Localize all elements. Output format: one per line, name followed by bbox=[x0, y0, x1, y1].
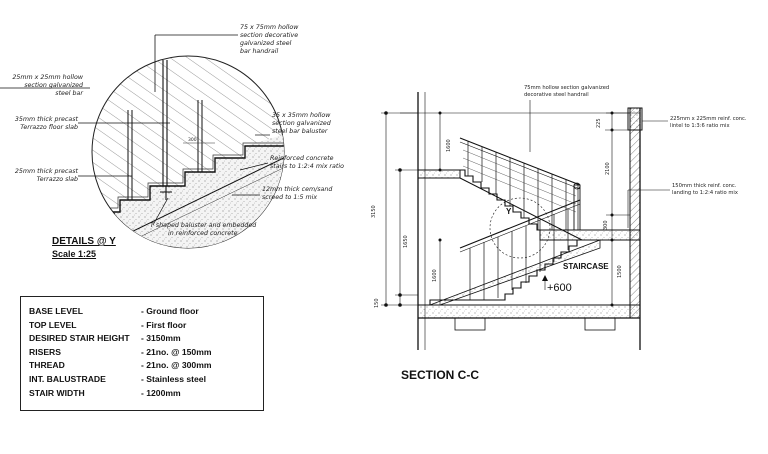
note-line: 75mm hollow section galvanized bbox=[524, 85, 610, 91]
spec-row: DESIRED STAIR HEIGHT - 3150mm bbox=[29, 333, 261, 346]
details-title: DETAILS @ Y bbox=[52, 236, 116, 247]
callout-line: 35mm thick precast bbox=[14, 116, 78, 123]
spec-value: - 21no. @ 300mm bbox=[141, 360, 212, 371]
spec-key: INT. BALUSTRADE bbox=[29, 374, 106, 384]
spec-row: RISERS - 21no. @ 150mm bbox=[29, 347, 261, 360]
callout-line: 12mm thick cem/sand bbox=[262, 186, 333, 193]
callout-t-baluster: T shaped baluster and embedded in reinfo… bbox=[150, 222, 256, 238]
details-scale: Scale 1:25 bbox=[52, 249, 97, 259]
callout-line: 75 x 75mm hollow bbox=[240, 24, 299, 31]
callout-line: Reinforced concrete bbox=[270, 155, 334, 162]
spec-value: - 3150mm bbox=[141, 333, 181, 344]
callout-steel-bar: 25mm x 25mm hollow section galvanized st… bbox=[8, 74, 83, 98]
callout-line: stairs to 1:2:4 mix ratio bbox=[270, 163, 344, 170]
callout-line: section galvanized bbox=[272, 120, 331, 127]
callout-line: 25mm x 25mm hollow bbox=[12, 74, 83, 81]
callout-line: bar handrail bbox=[240, 48, 279, 55]
spec-key: RISERS bbox=[29, 346, 61, 357]
spec-value: - 21no. @ 150mm bbox=[141, 346, 212, 357]
note-line: lintel to 1:3:6 ratio mix bbox=[670, 122, 730, 129]
spec-value: - Ground floor bbox=[141, 306, 199, 316]
callout-line: galvanized steel bbox=[240, 40, 292, 47]
spec-row: THREAD - 21no. @ 300mm bbox=[29, 360, 261, 373]
callout-line: steel bar baluster bbox=[272, 128, 328, 135]
dim-upper: 1650 bbox=[403, 235, 409, 248]
dim-right-lower: 1500 bbox=[617, 265, 623, 278]
callout-handrail: 75 x 75mm hollow section decorative galv… bbox=[240, 24, 298, 56]
spec-value: - First floor bbox=[141, 319, 187, 330]
callout-terrazzo-slab: 25mm thick precast Terrazzo slab bbox=[4, 168, 78, 184]
section-c-c-drawing bbox=[400, 92, 670, 350]
level-label: +600 bbox=[547, 282, 572, 294]
callout-line: 35 x 35mm hollow bbox=[272, 112, 331, 119]
callout-line: steel bar bbox=[55, 90, 83, 97]
callout-line: section decorative bbox=[240, 32, 299, 39]
callout-line: 25mm thick precast bbox=[14, 168, 78, 175]
spec-row: STAIR WIDTH - 1200mm bbox=[29, 388, 261, 401]
note-lintel: 225mm x 225mm reinf. conc. lintel to 1:3… bbox=[670, 116, 747, 129]
section-title: SECTION C-C bbox=[401, 368, 479, 382]
svg-text:300: 300 bbox=[188, 137, 197, 143]
spec-row: BASE LEVEL - Ground floor bbox=[29, 306, 261, 319]
callout-line: section galvanized bbox=[24, 82, 83, 89]
spec-row: TOP LEVEL - First floor bbox=[29, 320, 261, 333]
callout-concrete: Reinforced concrete stairs to 1:2:4 mix … bbox=[270, 155, 344, 171]
staircase-label: STAIRCASE bbox=[563, 262, 609, 271]
spec-key: STAIR WIDTH bbox=[29, 387, 85, 398]
spec-value: - 1200mm bbox=[141, 387, 181, 398]
callout-line: Terrazzo floor slab bbox=[20, 124, 78, 131]
spec-key: THREAD bbox=[29, 360, 65, 371]
dim-lower-flight: 1600 bbox=[432, 269, 438, 282]
detail-y-drawing: 300 bbox=[91, 34, 285, 249]
spec-key: TOP LEVEL bbox=[29, 319, 77, 330]
callout-line: screed to 1:5 mix bbox=[262, 194, 318, 201]
callout-line: Terrazzo slab bbox=[36, 176, 78, 183]
spec-key: BASE LEVEL bbox=[29, 306, 83, 316]
callout-cement-screed: 12mm thick cem/sand screed to 1:5 mix bbox=[262, 186, 332, 202]
note-handrail: 75mm hollow section galvanized decorativ… bbox=[524, 85, 609, 98]
dim-right-mid: 300 bbox=[603, 220, 609, 230]
spec-key: DESIRED STAIR HEIGHT bbox=[29, 333, 130, 344]
note-line: 225mm x 225mm reinf. conc. bbox=[670, 116, 747, 122]
callout-line: T shaped baluster and embedded bbox=[150, 222, 257, 229]
dim-base: 150 bbox=[374, 298, 380, 308]
dim-top-flight: 1600 bbox=[446, 139, 452, 152]
section-dimensions bbox=[381, 111, 630, 307]
note-line: 150mm thick reinf. conc. bbox=[672, 183, 737, 189]
note-line: decorative steel handrail bbox=[524, 91, 589, 98]
note-landing: 150mm thick reinf. conc. landing to 1:2:… bbox=[672, 183, 738, 196]
callout-line: in reinforced concrete bbox=[168, 230, 238, 237]
dim-right-upper: 2100 bbox=[605, 162, 611, 175]
detail-leaders bbox=[0, 87, 270, 226]
callout-floor-slab: 35mm thick precast Terrazzo floor slab bbox=[4, 116, 78, 132]
dim-right-top: 225 bbox=[596, 118, 602, 128]
callout-baluster: 35 x 35mm hollow section galvanized stee… bbox=[272, 112, 331, 136]
note-line: landing to 1:2:4 ratio mix bbox=[672, 189, 738, 196]
dim-total: 3150 bbox=[371, 205, 377, 218]
detail-marker: Y bbox=[506, 207, 512, 216]
spec-row: INT. BALUSTRADE - Stainless steel bbox=[29, 374, 261, 387]
spec-value: - Stainless steel bbox=[141, 374, 206, 384]
